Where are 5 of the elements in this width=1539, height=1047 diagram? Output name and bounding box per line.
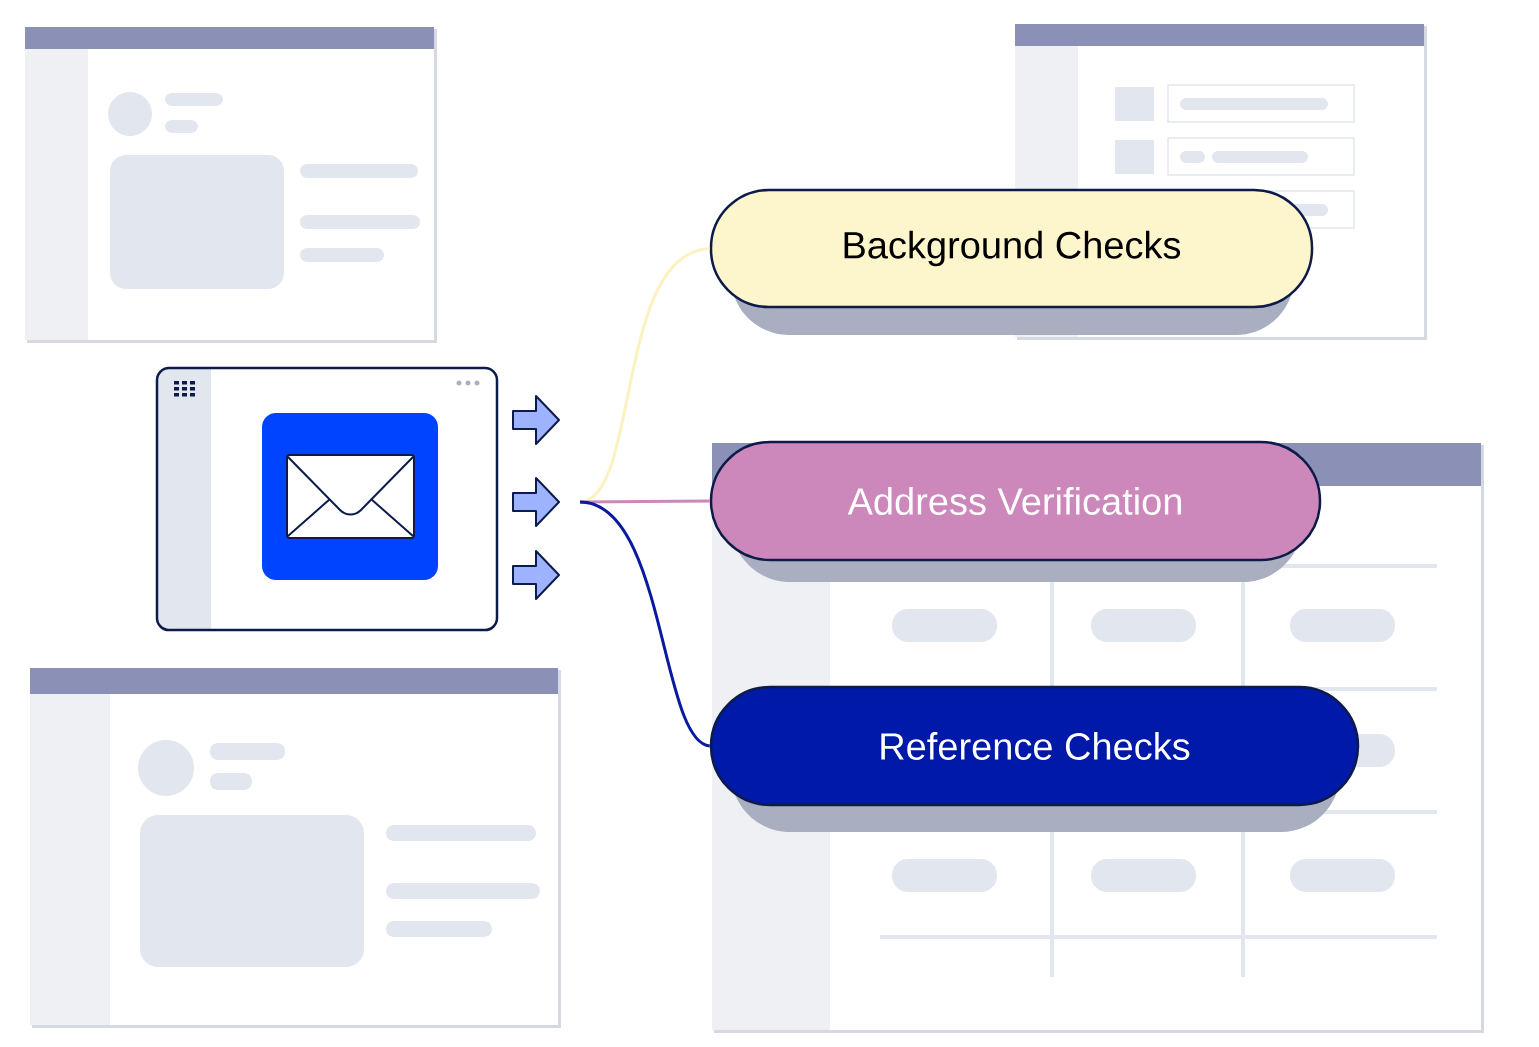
pill-box: Background Checks bbox=[709, 188, 1314, 335]
pill-box: Address Verification bbox=[709, 440, 1322, 582]
connector-line bbox=[580, 499, 710, 504]
connector-line bbox=[579, 500, 711, 748]
pill-box: Reference Checks bbox=[709, 685, 1360, 832]
